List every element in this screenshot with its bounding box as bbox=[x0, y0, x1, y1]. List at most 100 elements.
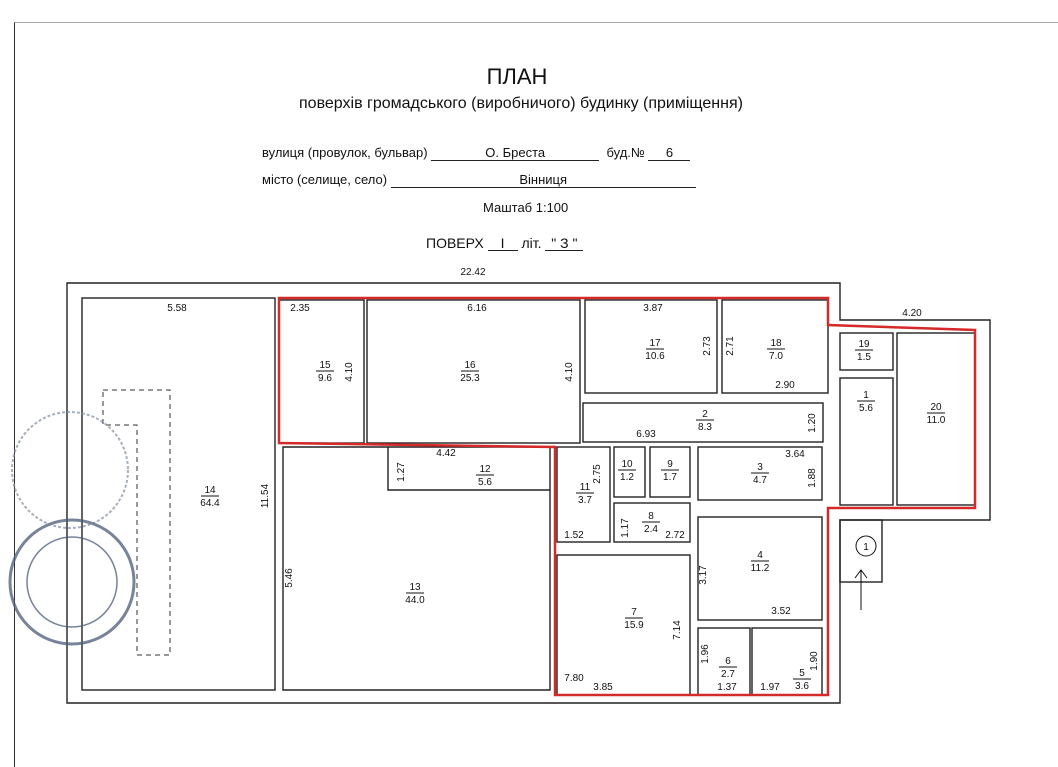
room-area: 25.3 bbox=[460, 373, 480, 384]
room-number: 19 bbox=[858, 339, 870, 350]
room-number: 13 bbox=[409, 582, 421, 593]
room-number: 6 bbox=[725, 656, 731, 667]
dimension-label: 2.35 bbox=[290, 303, 310, 314]
room-number: 8 bbox=[648, 511, 654, 522]
room-number: 10 bbox=[621, 459, 633, 470]
room-label-13: 13 44.0 bbox=[405, 582, 425, 606]
dimension-label: 1.96 bbox=[700, 644, 711, 664]
street-label: вулиця (провулок, бульвар) bbox=[262, 145, 428, 160]
room-area: 1.5 bbox=[857, 352, 871, 363]
dimension-label: 1.52 bbox=[564, 530, 584, 541]
room-area: 11.2 bbox=[751, 563, 770, 574]
room-number: 17 bbox=[649, 338, 661, 349]
room-label-4: 411.2 bbox=[751, 550, 770, 574]
room-number: 2 bbox=[702, 409, 708, 420]
room-label-14: 14 64.4 bbox=[200, 485, 220, 509]
room-label-11: 113.7 bbox=[576, 482, 594, 506]
room-label-1: 15.6 bbox=[857, 390, 875, 414]
scale: Маштаб 1:100 bbox=[483, 200, 569, 215]
room-number: 20 bbox=[930, 402, 942, 413]
room-area: 7.0 bbox=[769, 351, 783, 362]
room-area: 3.7 bbox=[578, 495, 592, 506]
plan-title: ПЛАН bbox=[486, 64, 548, 89]
plan-subtitle: поверхів громадського (виробничого) буди… bbox=[299, 95, 743, 112]
dimension-label: 4.10 bbox=[564, 362, 575, 382]
room-number: 5 bbox=[799, 668, 805, 679]
room-area: 15.9 bbox=[624, 620, 644, 631]
dimension-label: 2.72 bbox=[665, 530, 685, 541]
dimension-label: 2.73 bbox=[702, 336, 713, 356]
entrance-number: 1 bbox=[863, 542, 869, 553]
room-area: 2.4 bbox=[644, 524, 658, 535]
dimension-label: 3.85 bbox=[593, 682, 613, 693]
room-number: 12 bbox=[479, 464, 491, 475]
room-label-10: 101.2 bbox=[618, 459, 636, 483]
room-area: 5.6 bbox=[478, 477, 492, 488]
dimension-label: 22.42 bbox=[460, 267, 485, 278]
building-label: буд.№ bbox=[606, 145, 645, 160]
dimension-label: 2.71 bbox=[725, 336, 736, 356]
street-value: О. Бреста bbox=[431, 146, 600, 161]
city-value: Вінниця bbox=[390, 173, 696, 188]
room-number: 1 bbox=[863, 390, 869, 401]
stamps bbox=[8, 411, 136, 646]
room-label-20: 20 11.0 bbox=[927, 402, 946, 426]
dimension-label: 4.10 bbox=[344, 362, 355, 382]
room-label-2: 28.3 bbox=[696, 409, 714, 433]
room-label-3: 34.7 bbox=[751, 462, 769, 486]
room-area: 11.0 bbox=[927, 415, 946, 426]
dimension-label: 3.64 bbox=[785, 449, 805, 460]
dimension-label: 4.20 bbox=[902, 308, 922, 319]
highlighted-area-outline bbox=[277, 296, 977, 697]
floor-value: I bbox=[487, 236, 518, 251]
room-area: 64.4 bbox=[200, 498, 220, 509]
dimension-label: 6.16 bbox=[467, 303, 487, 314]
dimension-label: 3.87 bbox=[643, 303, 663, 314]
city-line: місто (селище, село) Вінниця bbox=[262, 172, 696, 188]
dimension-label: 1.20 bbox=[807, 413, 818, 433]
dimension-label: 7.80 bbox=[564, 673, 584, 684]
dimension-label: 7.14 bbox=[672, 620, 683, 640]
dimension-label: 1.90 bbox=[809, 651, 820, 671]
room-number: 18 bbox=[770, 338, 782, 349]
room-number: 7 bbox=[631, 607, 637, 618]
room-area: 44.0 bbox=[405, 595, 425, 606]
dimension-label: 4.42 bbox=[436, 448, 456, 459]
room-area: 3.6 bbox=[795, 681, 809, 692]
city-label: місто (селище, село) bbox=[262, 172, 388, 187]
room-area: 8.3 bbox=[698, 422, 712, 433]
room-label-15: 159.6 bbox=[316, 360, 334, 384]
dimension-label: 2.75 bbox=[592, 464, 603, 484]
room-number: 14 bbox=[204, 485, 216, 496]
room-number: 15 bbox=[319, 360, 331, 371]
room-label-18: 187.0 bbox=[767, 338, 785, 362]
letter-value: " З " bbox=[545, 236, 584, 251]
floor-line: ПОВЕРХ I літ. " З " bbox=[426, 235, 584, 251]
entrance-marker: 1 bbox=[854, 535, 877, 610]
dimension-label: 6.93 bbox=[636, 429, 656, 440]
dimension-label: 1.88 bbox=[807, 468, 818, 488]
room-label-19: 191.5 bbox=[855, 339, 873, 363]
room-area: 10.6 bbox=[645, 351, 665, 362]
room-label-7: 715.9 bbox=[624, 607, 644, 631]
equipment-outline bbox=[102, 389, 171, 656]
room-area: 1.7 bbox=[663, 472, 677, 483]
dimension-label: 11.54 bbox=[260, 483, 271, 508]
room-number: 3 bbox=[757, 462, 763, 473]
room-area: 1.2 bbox=[620, 472, 634, 483]
dimension-label: 1.17 bbox=[620, 518, 631, 538]
floor-label: ПОВЕРХ bbox=[426, 235, 484, 251]
dimension-label: 5.46 bbox=[284, 568, 295, 588]
room-area: 5.6 bbox=[859, 403, 873, 414]
room-number: 4 bbox=[757, 550, 763, 561]
room-label-9: 91.7 bbox=[661, 459, 679, 483]
dimension-label: 1.97 bbox=[760, 682, 780, 693]
room-label-17: 17 10.6 bbox=[645, 338, 665, 362]
room-area: 9.6 bbox=[318, 373, 332, 384]
room-area: 2.7 bbox=[721, 669, 735, 680]
room-label-12: 125.6 bbox=[476, 464, 494, 488]
room-label-5: 53.6 bbox=[793, 668, 811, 692]
room-number: 11 bbox=[580, 482, 591, 493]
room-number: 9 bbox=[667, 459, 673, 470]
